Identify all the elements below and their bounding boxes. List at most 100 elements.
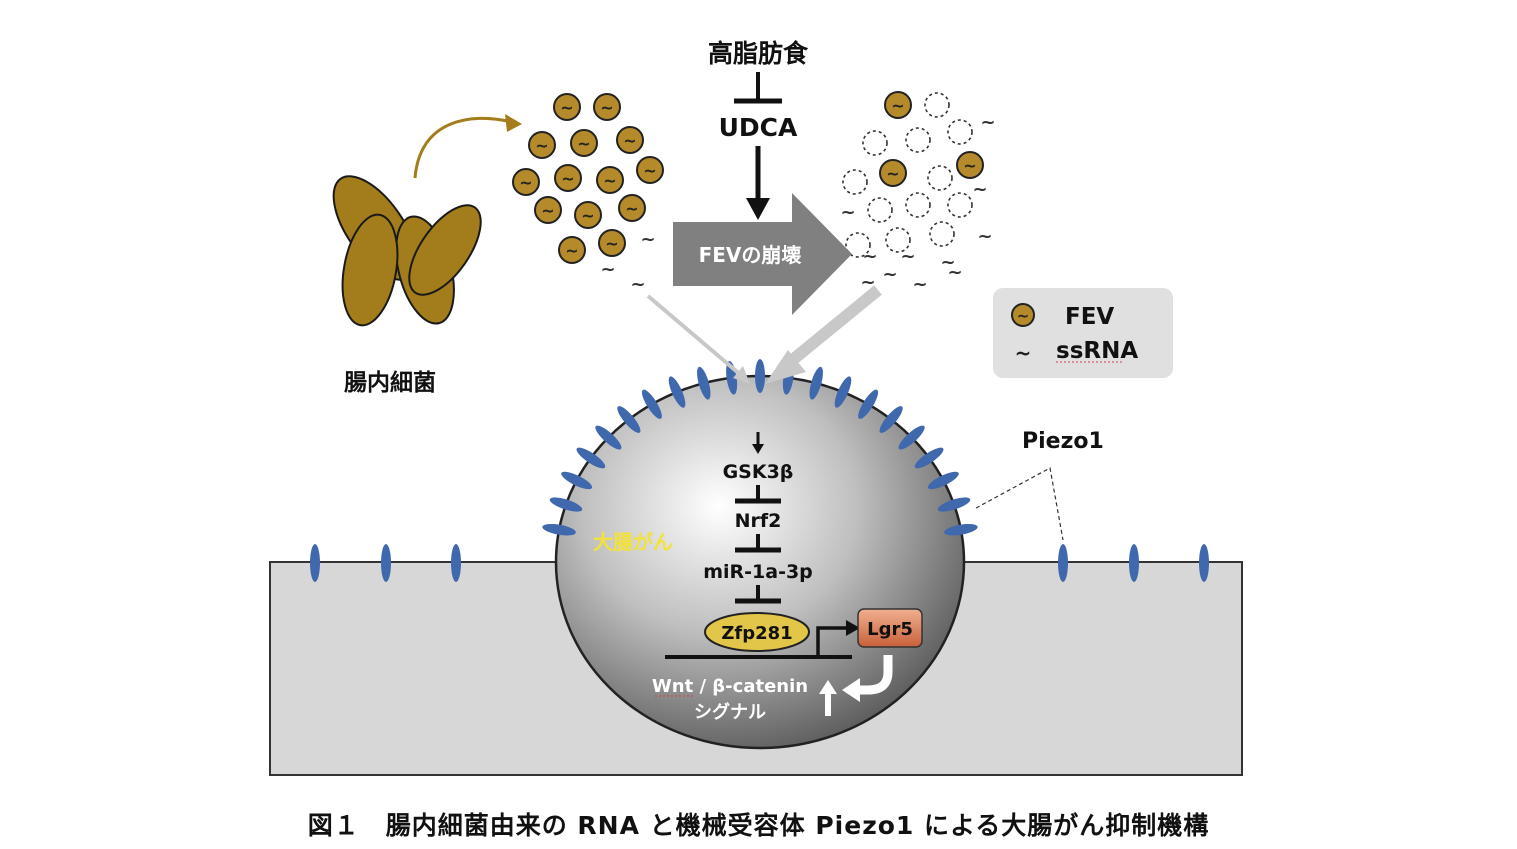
release-arrowhead bbox=[505, 114, 522, 132]
fev-vesicle bbox=[616, 126, 644, 154]
release-arrow bbox=[413, 116, 513, 179]
fev-rna-tilde: ~ bbox=[891, 96, 904, 115]
intact-fev-cluster: ~~~~~~~~~~~~~~~~~ bbox=[512, 93, 664, 295]
legend-ssrna-label: ssRNA bbox=[1056, 338, 1138, 364]
broken-fev-vesicle bbox=[862, 130, 888, 156]
fev-vesicle bbox=[598, 229, 626, 257]
fev-vesicle bbox=[636, 156, 664, 184]
fev-rna-tilde: ~ bbox=[886, 164, 899, 183]
piezo1-receptor bbox=[858, 389, 879, 419]
free-ssrna: ~ bbox=[980, 112, 995, 133]
broken-fev-vesicle bbox=[842, 169, 868, 195]
piezo1-receptor bbox=[697, 366, 711, 400]
broken-fev-vesicle bbox=[947, 119, 973, 145]
piezo1-receptor bbox=[542, 523, 576, 536]
piezo1-receptor bbox=[576, 447, 606, 469]
free-ssrna: ~ bbox=[600, 259, 615, 280]
free-ssrna: ~ bbox=[840, 202, 855, 223]
collapsed-fev-cluster: ~~~~~~~~~~~~~~ bbox=[840, 91, 996, 295]
wnt-up-arrowhead bbox=[819, 680, 837, 694]
signal-label: シグナル bbox=[694, 701, 766, 723]
fev-rna-tilde: ~ bbox=[623, 131, 636, 150]
fev-vesicle bbox=[528, 131, 556, 159]
free-ssrna: ~ bbox=[977, 226, 992, 247]
fev-vesicle bbox=[956, 151, 984, 179]
free-ssrna: ~ bbox=[972, 179, 987, 200]
rna-arrowhead-right bbox=[765, 350, 806, 384]
free-ssrna: ~ bbox=[882, 264, 897, 285]
piezo1-receptor bbox=[381, 544, 391, 582]
piezo1-pointer bbox=[975, 467, 1064, 541]
colon-cancer-label: 大腸がん bbox=[593, 530, 673, 554]
fev-rna-tilde: ~ bbox=[581, 206, 594, 225]
fev-vesicle bbox=[570, 129, 598, 157]
fev-rna-tilde: ~ bbox=[600, 98, 613, 117]
piezo1-receptor bbox=[641, 389, 662, 419]
fev-rna-tilde: ~ bbox=[625, 199, 638, 218]
broken-fev-vesicle bbox=[885, 227, 911, 253]
fev-vesicle bbox=[884, 91, 912, 119]
fev-vesicle bbox=[512, 168, 540, 196]
piezo1-receptors-surface bbox=[310, 544, 1209, 582]
nrf2-label: Nrf2 bbox=[735, 510, 782, 532]
piezo1-receptor bbox=[561, 471, 593, 490]
gsk3b-label: GSK3β bbox=[723, 461, 794, 483]
fev-collapse-arrow bbox=[673, 193, 852, 315]
free-ssrna: ~ bbox=[640, 229, 655, 250]
piezo1-receptor bbox=[937, 497, 971, 512]
piezo1-receptor bbox=[595, 425, 622, 450]
gut-bacteria-label: 腸内細菌 bbox=[344, 370, 436, 396]
piezo1-receptor bbox=[549, 497, 583, 512]
fev-rna-tilde: ~ bbox=[535, 136, 548, 155]
piezo1-receptor bbox=[834, 376, 852, 408]
mirna-label: miR-1a-3p bbox=[703, 561, 813, 583]
free-ssrna: ~ bbox=[912, 274, 927, 295]
high-fat-diet-label: 高脂肪食 bbox=[708, 39, 809, 68]
ssrna-tilde-icon: ~ bbox=[1015, 341, 1032, 365]
zfp281-label: Zfp281 bbox=[721, 623, 792, 644]
piezo1-receptor bbox=[944, 523, 978, 536]
piezo1-receptor bbox=[1058, 544, 1068, 582]
zfp281-protein: Zfp281 bbox=[704, 612, 810, 652]
broken-fev-vesicle bbox=[905, 192, 931, 218]
lgr5-label: Lgr5 bbox=[867, 619, 913, 640]
piezo1-receptor bbox=[1199, 544, 1209, 582]
rna-arrow-right bbox=[786, 285, 882, 367]
free-ssrna: ~ bbox=[862, 246, 877, 267]
fev-vesicle bbox=[574, 201, 602, 229]
broken-fev-vesicle bbox=[947, 192, 973, 218]
fev-rna-tilde: ~ bbox=[643, 161, 656, 180]
fev-rna-tilde: ~ bbox=[560, 98, 573, 117]
fev-vesicle bbox=[554, 164, 582, 192]
lgr5-feedback-arrow bbox=[858, 655, 893, 695]
piezo1-receptor bbox=[1129, 544, 1139, 582]
piezo1-receptor bbox=[755, 359, 765, 393]
piezo1-receptor bbox=[310, 544, 320, 582]
broken-fev-vesicle bbox=[927, 165, 953, 191]
piezo1-receptor bbox=[809, 366, 823, 400]
fev-vesicle bbox=[879, 159, 907, 187]
broken-fev-vesicle bbox=[929, 221, 955, 247]
broken-fev-vesicle bbox=[845, 232, 871, 258]
broken-fev-vesicle bbox=[867, 197, 893, 223]
fev-rna-tilde: ~ bbox=[963, 156, 976, 175]
fev-rna-tilde: ~ bbox=[561, 169, 574, 188]
fev-rna-tilde: ~ bbox=[565, 241, 578, 260]
fev-vesicle bbox=[553, 93, 581, 121]
piezo1-label: Piezo1 bbox=[1022, 429, 1104, 454]
gut-bacteria-icon bbox=[332, 175, 482, 327]
piezo1-receptor bbox=[668, 376, 686, 408]
fev-vesicle-icon bbox=[1011, 303, 1035, 327]
fev-rna-tilde: ~ bbox=[603, 171, 616, 190]
free-ssrna: ~ bbox=[940, 252, 955, 273]
broken-fev-vesicle bbox=[905, 127, 931, 153]
piezo1-receptor bbox=[898, 425, 925, 450]
fev-rna-tilde: ~ bbox=[577, 134, 590, 153]
broken-fev-vesicle bbox=[924, 92, 950, 118]
lgr5-feedback-arrowhead bbox=[842, 678, 860, 702]
rna-arrow-left bbox=[646, 294, 744, 378]
legend-fev-label: FEV bbox=[1065, 304, 1114, 330]
free-ssrna: ~ bbox=[900, 246, 915, 267]
promoter-arrowhead bbox=[846, 620, 860, 636]
